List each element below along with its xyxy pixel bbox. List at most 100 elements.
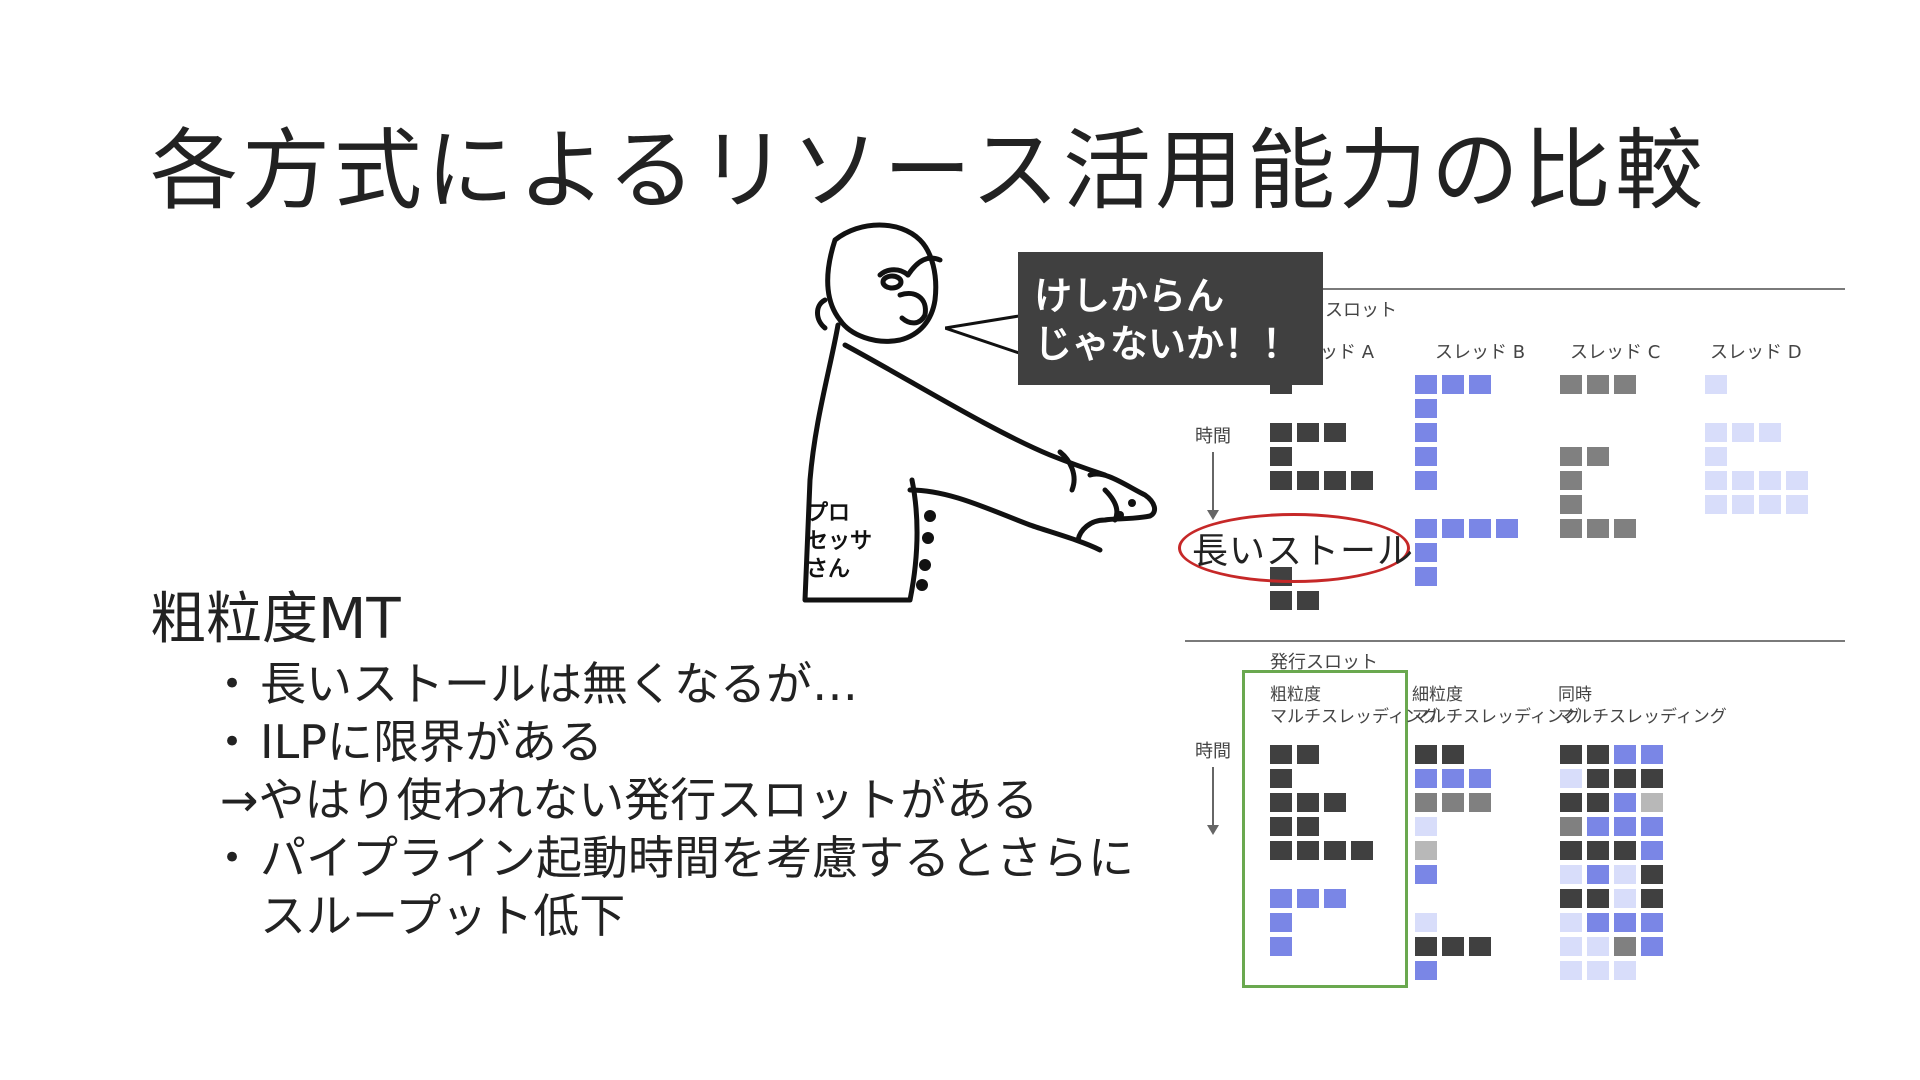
issue-slot <box>1270 913 1292 932</box>
issue-slot <box>1641 913 1663 932</box>
issue-slot <box>1469 769 1491 788</box>
time-arrow-line <box>1212 452 1214 512</box>
issue-slot <box>1560 841 1582 860</box>
issue-slot <box>1270 423 1292 442</box>
issue-slot <box>1297 591 1319 610</box>
issue-slot <box>1705 447 1727 466</box>
stall-label: 長いストール <box>1192 531 1415 572</box>
issue-slot <box>1415 567 1437 586</box>
issue-slot <box>1270 937 1292 956</box>
issue-slot <box>1587 961 1609 980</box>
character-label-line: さん <box>806 557 851 582</box>
issue-slot <box>1560 769 1582 788</box>
issue-slot <box>1560 495 1582 514</box>
processor-character-icon <box>802 222 1158 603</box>
issue-slot <box>1587 937 1609 956</box>
issue-slot <box>1641 793 1663 812</box>
issue-slot <box>1732 495 1754 514</box>
issue-slot <box>1641 817 1663 836</box>
issue-slot <box>1732 471 1754 490</box>
bullet-marker: • <box>222 664 243 704</box>
issue-slot <box>1270 793 1292 812</box>
middle-divider <box>1185 640 1845 642</box>
issue-slot <box>1270 769 1292 788</box>
bullet-text: ILPに限界がある <box>260 715 603 769</box>
issue-slot <box>1415 937 1437 956</box>
issue-slot <box>1442 745 1464 764</box>
top-divider <box>1290 288 1845 290</box>
issue-slot <box>1614 793 1636 812</box>
issue-slot <box>1415 793 1437 812</box>
mode-smt-label-1: 同時 <box>1558 685 1592 705</box>
issue-slot <box>1560 471 1582 490</box>
issue-slot <box>1641 745 1663 764</box>
bullet-item: • パイプライン起動時間を考慮するとさらにスループット低下 <box>150 829 1150 945</box>
issue-slot <box>1705 375 1727 394</box>
issue-slot <box>1297 817 1319 836</box>
issue-slot <box>1560 375 1582 394</box>
issue-slot <box>1614 817 1636 836</box>
issue-slot <box>1270 841 1292 860</box>
issue-slot <box>1587 769 1609 788</box>
thread-d-label: スレッド D <box>1710 342 1802 363</box>
issue-slot <box>1270 745 1292 764</box>
issue-slot <box>1705 471 1727 490</box>
issue-slot <box>1270 447 1292 466</box>
mode-fine-label-2: マルチスレッディング <box>1412 707 1581 727</box>
bullet-item: • 長いストールは無くなるが… <box>150 655 1150 713</box>
thread-b-label: スレッド B <box>1435 342 1526 363</box>
issue-slot <box>1641 889 1663 908</box>
bullet-marker: • <box>222 722 243 762</box>
time-arrow-head <box>1207 510 1219 520</box>
time-arrow-head <box>1207 825 1219 835</box>
issue-slot <box>1587 745 1609 764</box>
issue-slot <box>1641 937 1663 956</box>
issue-slot <box>1641 769 1663 788</box>
speech-bubble-tail <box>945 313 1025 357</box>
issue-slot <box>1415 471 1437 490</box>
issue-slot <box>1641 841 1663 860</box>
bullet-text: 長いストールは無くなるが… <box>260 657 858 711</box>
issue-slot <box>1351 471 1373 490</box>
issue-slot <box>1614 961 1636 980</box>
issue-slot <box>1297 471 1319 490</box>
issue-slot <box>1614 937 1636 956</box>
time-label-top: 時間 <box>1195 426 1231 447</box>
issue-slot <box>1415 913 1437 932</box>
bullet-marker: • <box>222 838 243 878</box>
issue-slot <box>1759 495 1781 514</box>
slide-title: 各方式によるリソース活用能力の比較 <box>150 119 1707 222</box>
issue-slot <box>1415 375 1437 394</box>
bullet-text: パイプライン起動時間を考慮するとさらにスループット低下 <box>260 831 1134 943</box>
issue-slot <box>1324 841 1346 860</box>
issue-slot <box>1270 889 1292 908</box>
issue-slot <box>1297 793 1319 812</box>
mode-coarse-label-2: マルチスレッディング <box>1270 707 1439 727</box>
issue-slot <box>1469 375 1491 394</box>
issue-slot <box>1614 745 1636 764</box>
issue-slot <box>1614 769 1636 788</box>
speech-bubble: けしからん じゃないか！！ <box>1018 252 1323 385</box>
section-heading: 粗粒度MT <box>150 587 401 652</box>
mode-smt-label-2: マルチスレッディング <box>1558 707 1727 727</box>
issue-slot <box>1351 841 1373 860</box>
issue-slot <box>1324 423 1346 442</box>
coarse-grain-highlight-box <box>1242 670 1408 988</box>
issue-slot <box>1560 913 1582 932</box>
issue-slot <box>1614 375 1636 394</box>
issue-slot <box>1442 769 1464 788</box>
issue-slot <box>1415 423 1437 442</box>
arrow-line: →やはり使われない発行スロットがある <box>220 773 1039 827</box>
issue-slot <box>1560 519 1582 538</box>
mode-coarse-label-1: 粗粒度 <box>1270 685 1321 705</box>
issue-slot <box>1297 889 1319 908</box>
issue-slot <box>1560 937 1582 956</box>
issue-slot <box>1587 793 1609 812</box>
issue-slot <box>1587 817 1609 836</box>
issue-slot <box>1759 471 1781 490</box>
issue-slot <box>1415 769 1437 788</box>
issue-slot <box>1786 495 1808 514</box>
issue-slot <box>1415 543 1437 562</box>
issue-slot <box>1270 471 1292 490</box>
issue-slot <box>1560 793 1582 812</box>
